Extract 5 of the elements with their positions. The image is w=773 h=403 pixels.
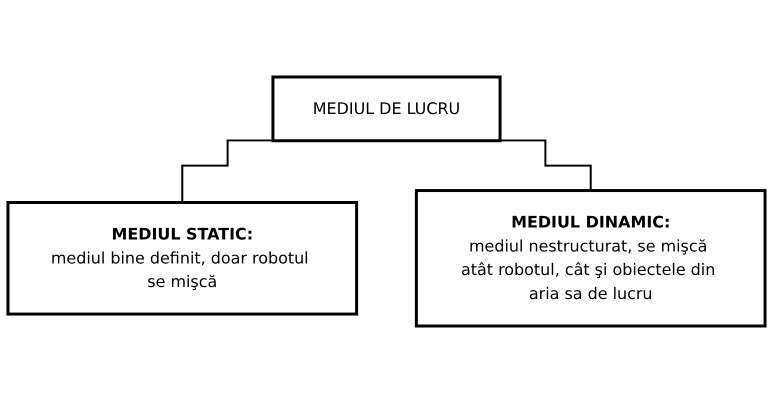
node-box: MEDIUL STATIC: mediul bine definit, doar robotul se mişcă xyxy=(6,201,358,316)
connector xyxy=(181,139,273,204)
node-box: MEDIUL DINAMIC: mediul nestructurat, se mişcă atât robotul, cât şi obiectele din aria sa de lucru xyxy=(414,189,767,328)
node-box: MEDIUL DE LUCRU xyxy=(271,76,502,142)
connector xyxy=(500,139,592,192)
